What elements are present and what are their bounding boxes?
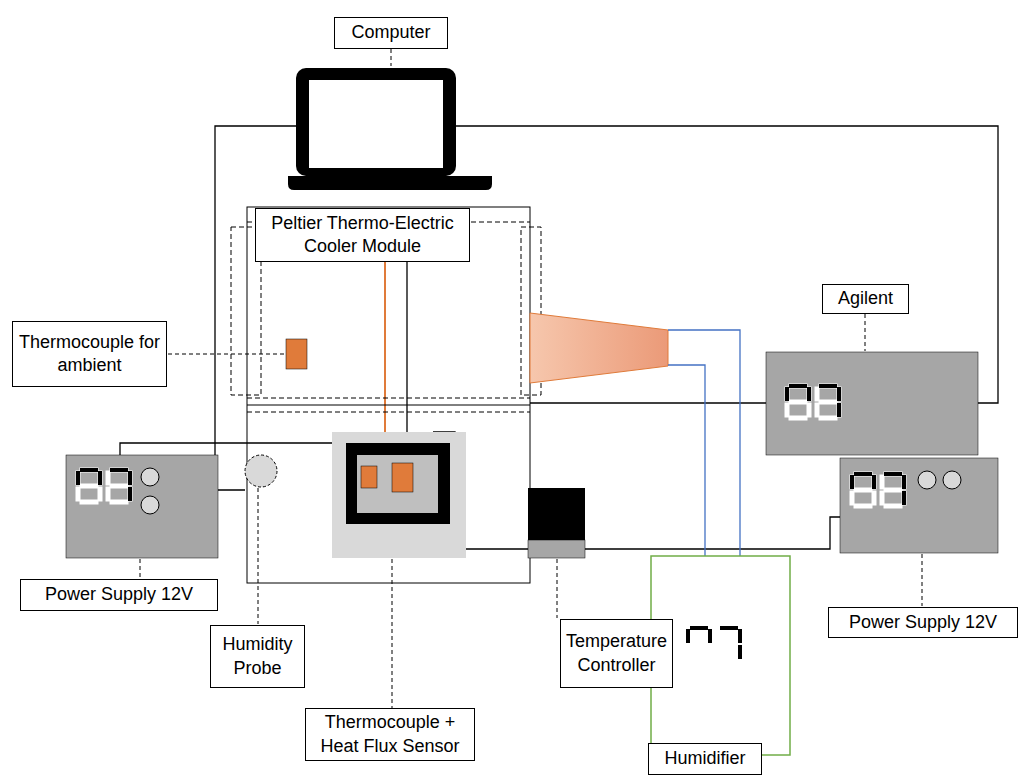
label-text: Humidity Probe (214, 633, 301, 680)
label-text: Temperature Controller (564, 630, 669, 677)
temp-controller-base (528, 540, 585, 558)
agilent-device (766, 352, 978, 455)
sensor-assembly (332, 432, 466, 558)
label-text: Thermocouple + Heat Flux Sensor (309, 711, 471, 758)
humid-tubes (668, 330, 740, 556)
power-supply-left (66, 455, 218, 558)
label-box: Power Supply 12V (20, 579, 218, 611)
chamber (231, 207, 541, 583)
label-box: Thermocouple + Heat Flux Sensor (305, 708, 475, 761)
label-box: Computer (334, 17, 448, 49)
label-box: Thermocouple for ambient (12, 321, 167, 387)
humidity-probe (245, 455, 277, 487)
label-box: Humidity Probe (210, 625, 305, 688)
ambient-thermocouple (286, 339, 307, 369)
label-text: Power Supply 12V (45, 583, 193, 606)
label-box: Peltier Thermo-Electric Cooler Module (255, 208, 470, 262)
label-box: Temperature Controller (560, 619, 673, 688)
label-text: Power Supply 12V (849, 611, 997, 634)
leader-lines (140, 49, 922, 756)
label-text: Peltier Thermo-Electric Cooler Module (259, 212, 466, 259)
label-text: Thermocouple for ambient (16, 331, 163, 378)
laptop-icon (288, 68, 492, 190)
humid-duct (530, 313, 668, 383)
label-text: Agilent (838, 287, 893, 310)
label-box: Agilent (822, 284, 909, 314)
label-text: Humidifier (664, 747, 745, 770)
temp-controller (528, 488, 585, 540)
power-supply-right (840, 458, 998, 553)
label-box: Power Supply 12V (828, 607, 1018, 638)
label-box: Humidifier (648, 743, 762, 775)
label-text: Computer (351, 21, 430, 44)
